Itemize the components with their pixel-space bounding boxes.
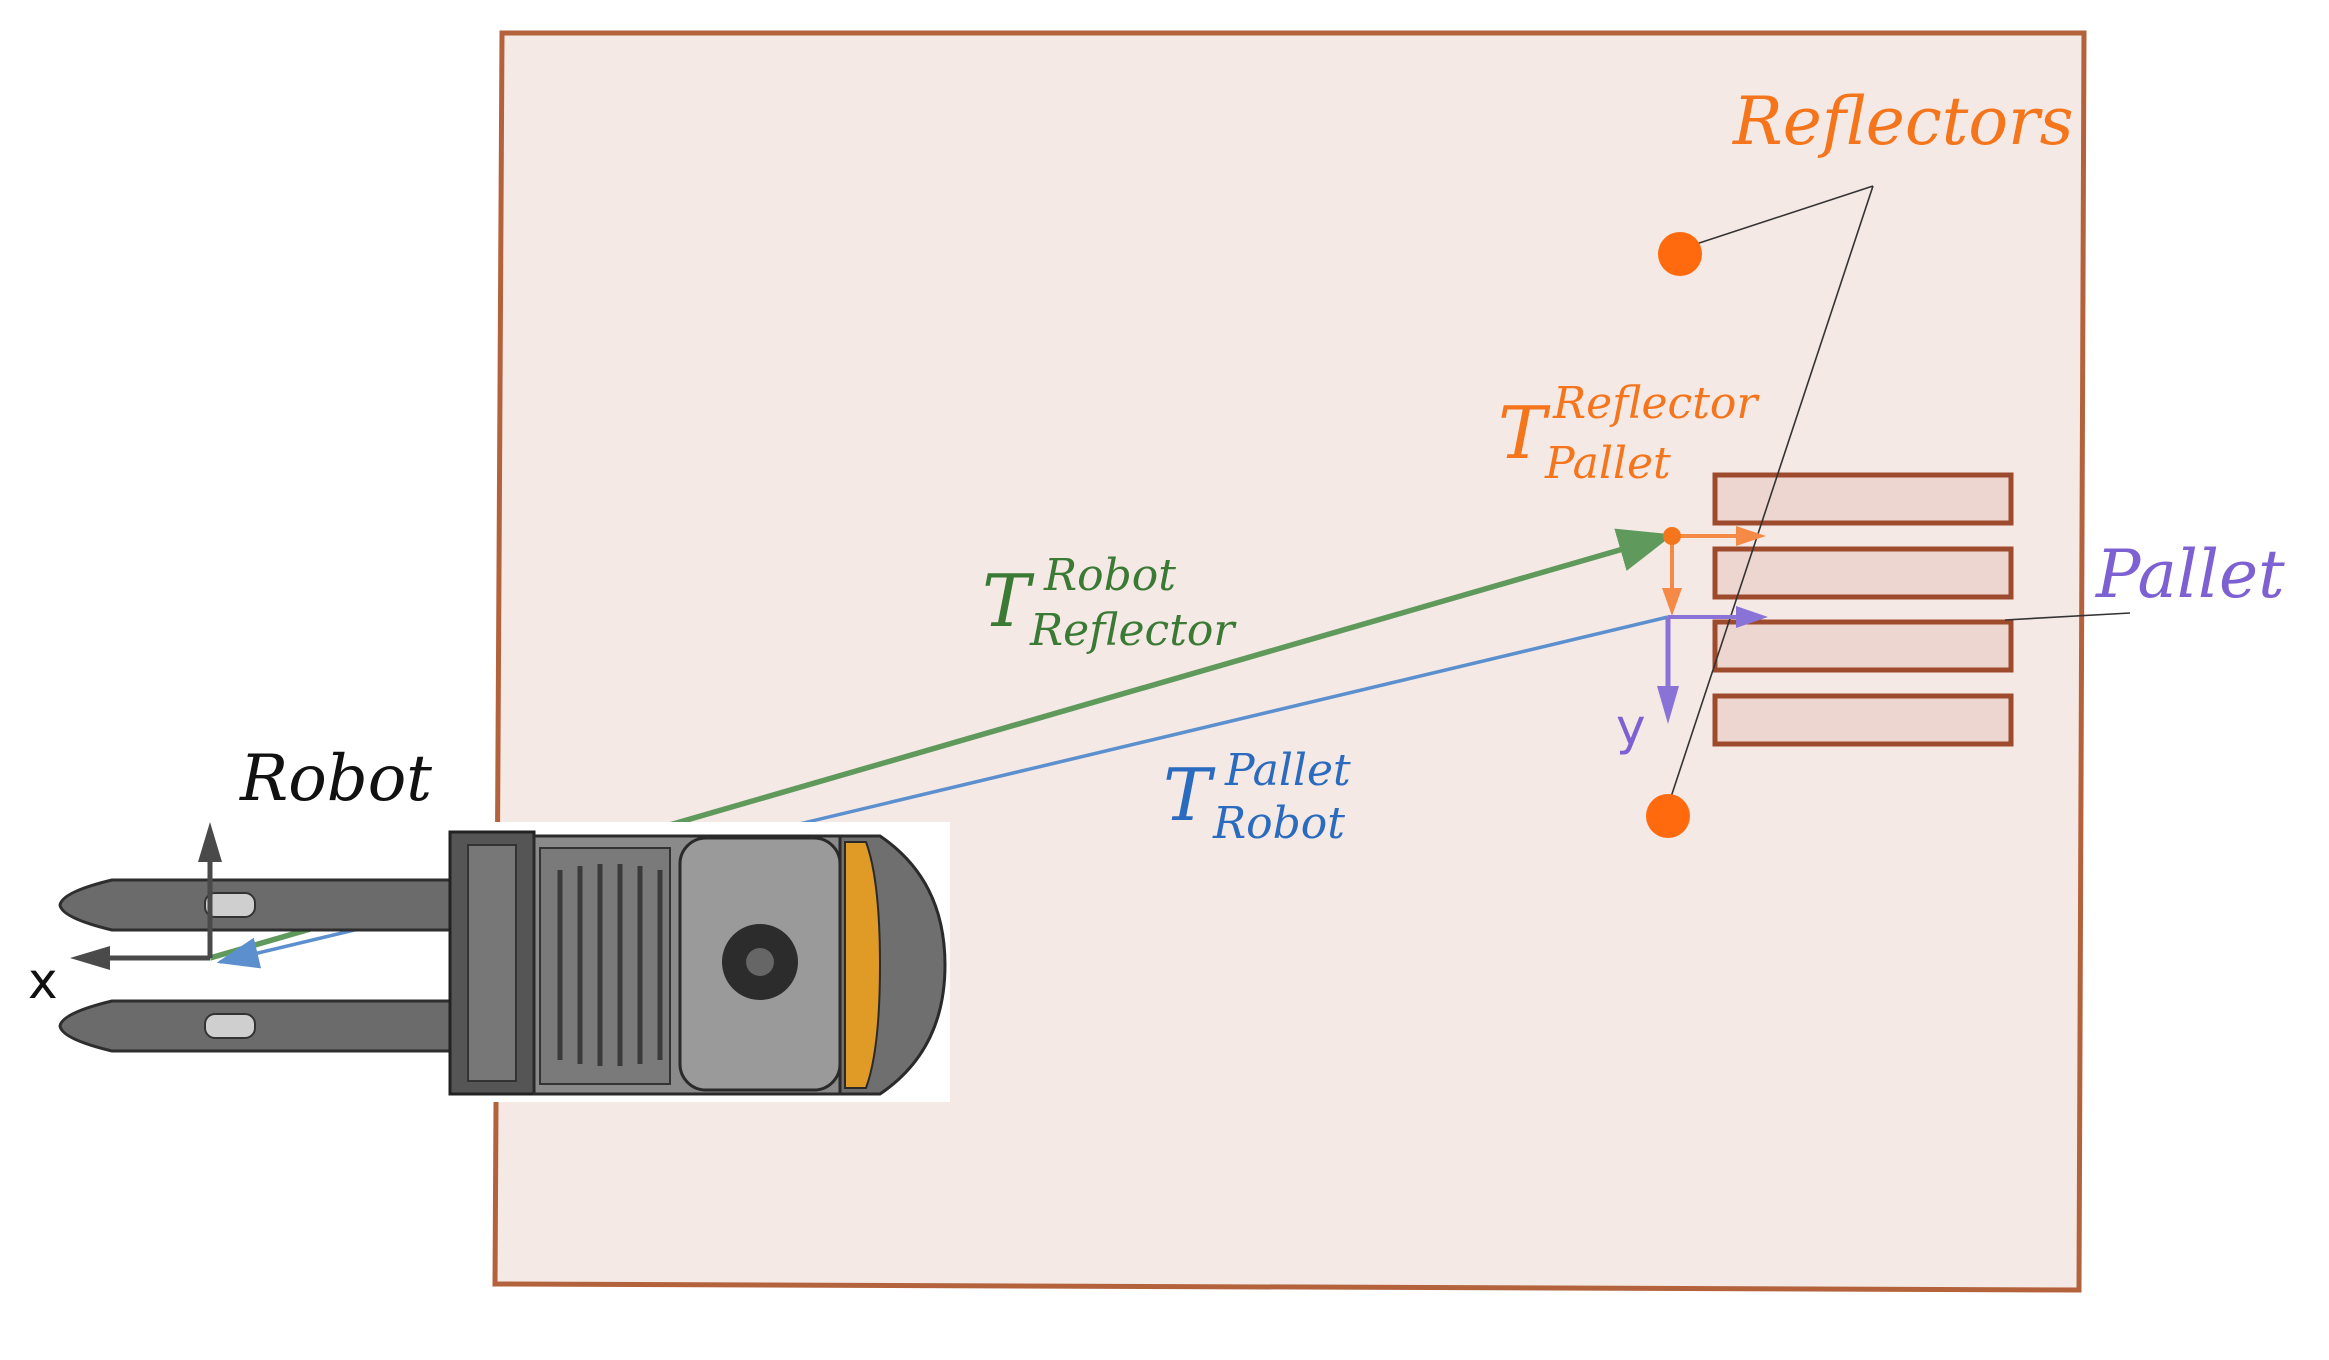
- transform-label-pallet-reflector: T Reflector Pallet: [1498, 378, 1760, 489]
- robot-y-arrowhead: [198, 822, 222, 862]
- robot-x-label: x: [28, 952, 58, 1010]
- pallet-leader-line: [2004, 612, 2131, 621]
- transform-superscript: Pallet: [1224, 745, 1351, 796]
- steering-hub: [746, 948, 774, 976]
- robot-x-arrowhead: [70, 946, 110, 970]
- reflector-frame-y-arrowhead: [1662, 588, 1682, 616]
- pallet-slat: [1712, 619, 2014, 673]
- transform-label-robot-pallet: T Pallet Robot: [1163, 745, 1351, 849]
- transform-superscript: Robot: [1043, 550, 1176, 601]
- front-accent: [844, 841, 882, 1089]
- pallet-slat: [1712, 693, 2014, 747]
- reflector-leader-lines: [1669, 185, 1874, 801]
- pallet-frame: [1657, 606, 1768, 724]
- pallet-frame-x-arrowhead: [1736, 606, 1768, 628]
- pallet: [1712, 472, 2014, 747]
- pallet-frame-y-arrowhead: [1657, 686, 1679, 724]
- robot-frame: [70, 822, 222, 970]
- transform-base: T: [1498, 391, 1551, 475]
- cargo-grill: [557, 864, 663, 1066]
- fork-roller: [204, 892, 256, 918]
- pallet-slat: [1712, 472, 2014, 526]
- reflector-top: [1658, 232, 1702, 276]
- transform-base: T: [1163, 753, 1216, 837]
- reflectors-label: Reflectors: [1732, 83, 2073, 160]
- reflector-frame: [1662, 526, 1766, 616]
- pallet-y-label: y: [1616, 698, 1646, 756]
- forklift-robot: [58, 822, 950, 1102]
- transform-subscript: Reflector: [1029, 605, 1237, 656]
- reflector-frame-x-arrowhead: [1736, 526, 1766, 546]
- reflector-frame-origin: [1663, 527, 1681, 545]
- transform-superscript: Reflector: [1552, 378, 1760, 429]
- mast-detail: [467, 844, 517, 1082]
- reflector-bottom: [1646, 794, 1690, 838]
- pallet-label: Pallet: [2095, 536, 2285, 613]
- transform-label-reflector-robot: T Robot Reflector: [982, 550, 1237, 656]
- fork-roller: [204, 1013, 256, 1039]
- pallet-slat: [1712, 546, 2014, 600]
- transform-subscript: Robot: [1212, 798, 1345, 849]
- transform-subscript: Pallet: [1544, 438, 1671, 489]
- robot-label: Robot: [239, 742, 432, 816]
- transform-base: T: [982, 559, 1035, 643]
